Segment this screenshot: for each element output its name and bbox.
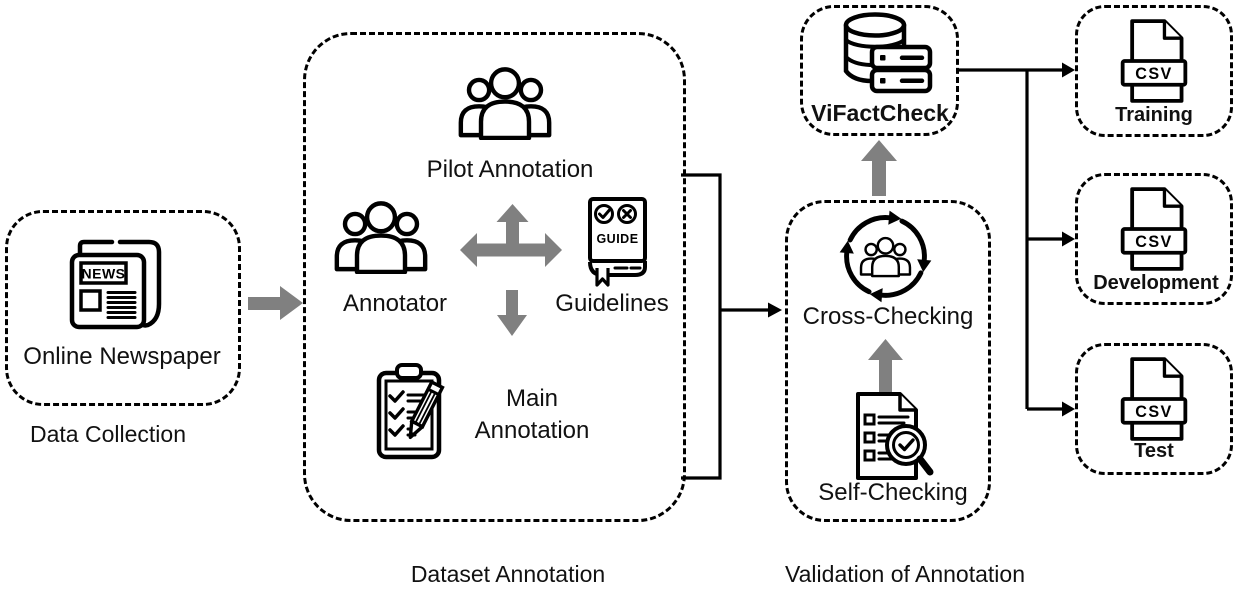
vifactcheck-box [800,5,959,136]
annotator-people-icon [333,199,429,274]
pilot-annotation-label: Pilot Annotation [426,156,594,183]
training-box [1075,5,1233,137]
cross-checking-label: Cross-Checking [802,303,974,330]
online-newspaper-label: Online Newspaper [23,343,221,370]
gray-arrow-collection-to-annotation [248,286,303,320]
development-label: Development [1093,272,1219,294]
main-annotation-line1: Main [505,385,559,412]
csv-text: CSV [1135,233,1172,251]
validation-box [785,200,991,522]
test-box [1075,343,1233,475]
data-collection-box [5,210,241,406]
cross-checking-cycle-icon [839,210,932,303]
vifactcheck-label: ViFactCheck [811,100,949,126]
csv-file-icon-training: CSV [1120,19,1188,103]
news-headline-text: NEWS [82,266,126,282]
validation-caption: Validation of Annotation [785,561,1025,587]
test-label: Test [1134,440,1174,462]
self-checking-label: Self-Checking [818,479,968,506]
csv-text: CSV [1135,403,1172,421]
pilot-annotation-people-icon [457,65,553,140]
training-label: Training [1115,104,1193,126]
bracket-connector [681,173,722,480]
csv-file-icon-development: CSV [1120,187,1188,271]
dataset-annotation-caption: Dataset Annotation [410,561,606,587]
database-icon [843,12,933,94]
gray-three-way-arrow [460,204,562,267]
guidelines-label: Guidelines [555,290,669,317]
csv-text: CSV [1135,65,1172,83]
csv-file-icon-test: CSV [1120,357,1188,441]
development-box [1075,173,1233,305]
arrowhead-development [1062,231,1075,247]
gray-arrow-down-main [497,290,527,336]
self-checking-icon [856,392,934,480]
arrowhead-test [1062,401,1075,417]
arrowhead-training [1062,62,1075,78]
data-collection-caption: Data Collection [30,421,186,447]
gray-arrow-to-vifactcheck [861,140,897,196]
annotator-label: Annotator [342,290,448,317]
main-annotation-clipboard-icon [376,363,445,460]
main-annotation-line2: Annotation [474,417,590,444]
gray-arrow-self-to-cross [868,339,903,392]
arrowhead-validation [768,302,782,318]
guidelines-book-icon: GUIDE [588,197,647,287]
newspaper-icon: NEWS [69,239,162,330]
guide-cover-text: GUIDE [596,232,638,246]
dataset-annotation-box [303,32,686,522]
